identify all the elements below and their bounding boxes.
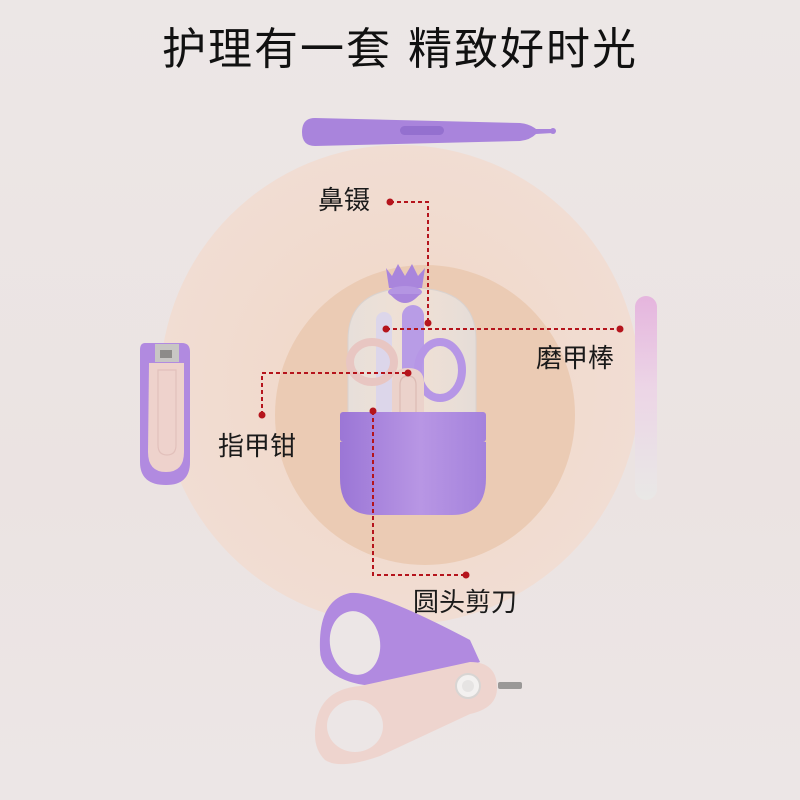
leader-line-nail-clipper xyxy=(261,372,408,415)
nose-tweezers-illustration xyxy=(302,118,556,146)
storage-case-illustration xyxy=(340,264,486,515)
round-scissors-illustration xyxy=(315,592,522,765)
nail-file-illustration xyxy=(635,296,657,500)
leader-lines xyxy=(261,201,620,576)
label-round-scissors: 圆头剪刀 xyxy=(413,588,518,618)
label-nail-clipper: 指甲钳 xyxy=(218,432,297,462)
label-nail-file: 磨甲棒 xyxy=(536,344,615,374)
nail-clipper-illustration xyxy=(140,343,190,485)
headline: 护理有一套 精致好时光 xyxy=(162,24,638,75)
leader-line-round-scissors xyxy=(372,411,466,576)
leader-dots xyxy=(258,198,624,579)
leader-line-nose-tweezers xyxy=(390,201,429,323)
label-nose-tweezers: 鼻镊 xyxy=(318,186,371,216)
